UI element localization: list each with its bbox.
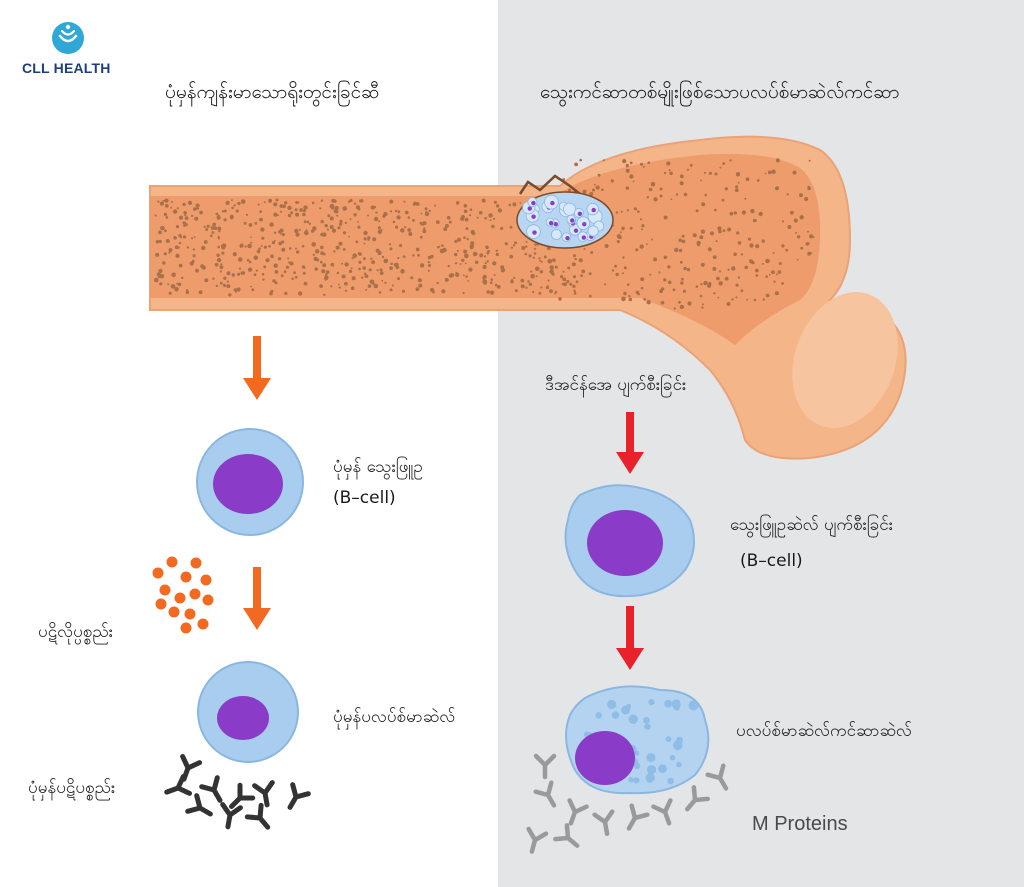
antibody-shape bbox=[626, 803, 650, 831]
bone-illustration bbox=[149, 135, 907, 460]
antigen-dot bbox=[180, 622, 192, 634]
antibody-shape bbox=[180, 753, 203, 782]
antigen-dot bbox=[184, 608, 196, 620]
antibody-shape bbox=[533, 753, 557, 780]
arrow-cancer-1 bbox=[616, 412, 644, 474]
antigen-dot bbox=[166, 556, 178, 568]
cancer-cell-label: ပလပ်စ်မာဆဲလ်ကင်ဆာဆဲလ် bbox=[736, 721, 912, 741]
damaged-bcell-label: သွေးဖြူဥဆဲလ် ပျက်စီးခြင်း bbox=[730, 513, 893, 538]
antigen-dot bbox=[174, 592, 186, 604]
myeloma-cancer-cell bbox=[565, 685, 710, 795]
antigen-dot bbox=[189, 588, 201, 600]
bone-tumor-cluster bbox=[516, 174, 614, 249]
m-proteins-label: M Proteins bbox=[752, 813, 848, 835]
antigen-dot bbox=[159, 584, 171, 596]
antibody-shape bbox=[244, 802, 271, 830]
antibody-shape bbox=[252, 780, 275, 808]
antigen-dot bbox=[200, 574, 212, 586]
antigen-dot bbox=[168, 606, 180, 618]
antibody-shape bbox=[553, 823, 580, 848]
antigen-dot bbox=[155, 598, 167, 610]
antibody-shape bbox=[185, 793, 213, 817]
antibody-shape bbox=[287, 782, 311, 810]
antigen-dot bbox=[197, 618, 209, 630]
brand-name: CLL HEALTH bbox=[22, 60, 111, 76]
antigen-dot bbox=[190, 557, 202, 569]
antibody-shape bbox=[164, 773, 193, 796]
antigen-dot bbox=[202, 594, 214, 606]
right-heading: သွေးကင်ဆာတစ်မျိုးဖြစ်သောပလပ်စ်မာဆဲလ်ကင်ဆ… bbox=[540, 79, 900, 107]
antibody-shape bbox=[220, 802, 243, 830]
normal-plasma-cell bbox=[197, 661, 299, 763]
arrow-normal-2 bbox=[243, 567, 271, 630]
normal-b-cell bbox=[196, 428, 304, 536]
antibody-shape bbox=[199, 775, 223, 803]
antibody-shape bbox=[685, 785, 710, 812]
normal-antibodies bbox=[164, 753, 311, 830]
left-heading: ပုံမှန်ကျန်းမာသောရိုးတွင်းခြင်ဆီ bbox=[165, 79, 380, 107]
antibody-shape bbox=[592, 809, 615, 837]
antigen-dots bbox=[152, 556, 214, 634]
antibody-shape bbox=[567, 798, 589, 826]
antigen-label: ပဋိလိုပ္ပစ္စည်း bbox=[38, 622, 113, 645]
plasma-cell-label: ပုံမှန်ပလပ်စ်မာဆဲလ် bbox=[333, 707, 455, 730]
antibody-label: ပုံမှန်ပဋိပစ္စည်း bbox=[28, 778, 115, 801]
antibody-shape bbox=[533, 780, 557, 808]
antibody-shape bbox=[229, 782, 256, 809]
cll-health-logo-icon bbox=[52, 22, 84, 54]
antibody-shape bbox=[526, 826, 549, 854]
femoral-head bbox=[792, 292, 898, 428]
damaged-bcell-sub-label: (B–cell) bbox=[740, 551, 803, 571]
antibody-shape bbox=[651, 798, 673, 826]
antibody-shape bbox=[705, 763, 729, 791]
arrow-normal-1 bbox=[243, 336, 271, 400]
arrow-cancer-2 bbox=[616, 606, 644, 670]
bcell-label: ပုံမှန် သွေးဖြူဥ bbox=[333, 455, 423, 480]
m-protein-shapes bbox=[526, 753, 729, 854]
antigen-dot bbox=[152, 567, 164, 579]
marrow-spots bbox=[154, 158, 815, 310]
bcell-sub-label: (B–cell) bbox=[333, 488, 396, 508]
damaged-b-cell bbox=[564, 484, 695, 598]
dna-damage-label: ဒီအင်န်အေ ပျက်စီးခြင်း bbox=[545, 373, 686, 398]
antigen-dot bbox=[180, 571, 192, 583]
